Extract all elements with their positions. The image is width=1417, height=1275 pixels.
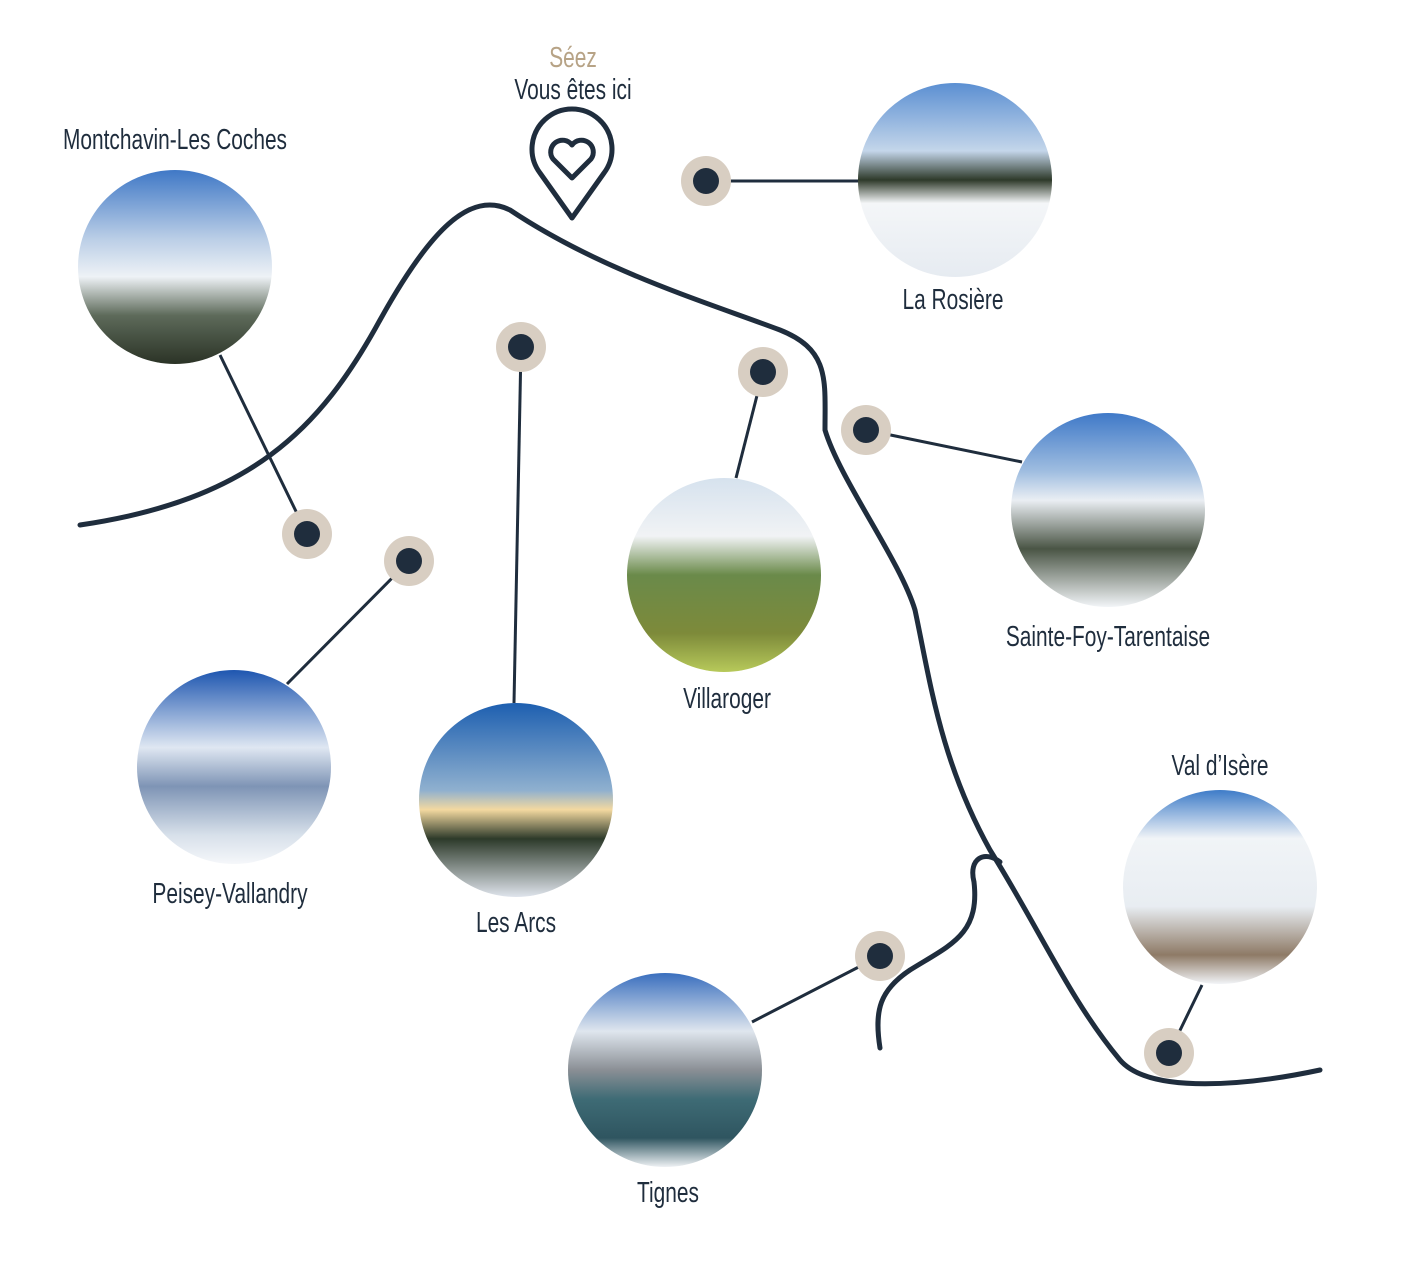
station-label-val-disere[interactable]: Val d’Isère [1171,750,1269,782]
dot-peisey [384,536,434,586]
dot-sainte-foy [841,405,891,455]
station-label-villaroger[interactable]: Villaroger [683,683,771,715]
station-label-montchavin[interactable]: Montchavin-Les Coches [63,124,287,156]
dot-montchavin [282,509,332,559]
station-label-les-arcs[interactable]: Les Arcs [475,907,557,939]
station-label-la-rosiere[interactable]: La Rosière [902,284,1004,316]
photo-les-arcs[interactable] [419,703,613,897]
dot-la-rosiere [681,156,731,206]
station-label-sainte-foy[interactable]: Sainte-Foy-Tarentaise [1005,621,1211,653]
dot-tignes [855,931,905,981]
photo-la-rosiere[interactable] [858,83,1052,277]
photo-tignes[interactable] [568,973,762,1167]
road-main [77,202,1323,1087]
photo-montchavin[interactable] [78,170,272,364]
dot-val-disere [1144,1028,1194,1078]
dot-villaroger [738,347,788,397]
station-label-peisey[interactable]: Peisey-Vallandry [152,878,308,910]
photo-sainte-foy[interactable] [1011,413,1205,607]
photo-villaroger[interactable] [627,478,821,672]
heart-pin-icon [529,106,615,221]
you-are-here-label: Vous êtes ici [514,74,632,106]
station-label-tignes[interactable]: Tignes [637,1177,699,1209]
photo-peisey[interactable] [137,670,331,864]
dot-les-arcs [496,322,546,372]
photo-val-disere[interactable] [1123,790,1317,984]
station-dots [282,156,1194,1078]
station-photos [78,83,1317,1167]
current-town: Séez [549,42,597,74]
road-branch-tignes [875,854,1003,1051]
